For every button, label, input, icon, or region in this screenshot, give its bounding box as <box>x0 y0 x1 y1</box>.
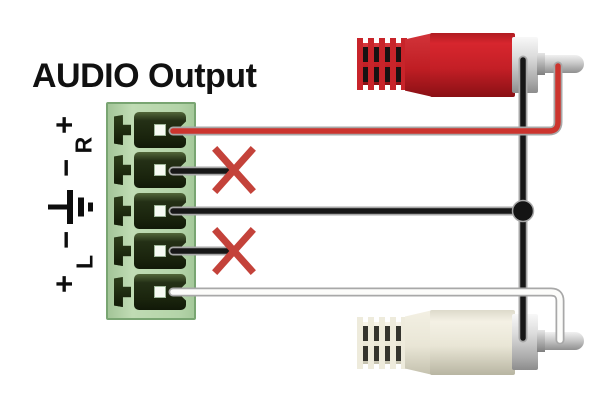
white-rca-barrel <box>430 310 515 375</box>
terminal-4 <box>112 233 190 269</box>
x-mark-strokes <box>212 146 256 194</box>
terminal-screw <box>154 164 166 176</box>
label-right-plus: + <box>46 115 82 135</box>
label-left-plus: + <box>46 274 82 294</box>
terminal-clamp-icon <box>114 277 131 307</box>
grip-rib-row <box>357 67 408 82</box>
terminal-1 <box>112 112 190 148</box>
terminal-screw <box>154 245 166 257</box>
red-rca-shoulder <box>405 33 433 97</box>
red-rca-collar <box>512 37 538 93</box>
terminal-clamp-icon <box>114 196 131 226</box>
x-mark-strokes <box>212 227 256 275</box>
white-rca-grip <box>357 317 408 369</box>
red-rca-pin <box>537 53 584 75</box>
x-mark-icon <box>212 227 256 275</box>
label-right-minus: − <box>48 158 84 178</box>
terminal-screw <box>154 286 166 298</box>
red-rca-grip <box>357 38 408 90</box>
terminal-clamp-icon <box>114 155 131 185</box>
earth-ground-icon <box>48 190 93 224</box>
terminal-screw <box>154 205 166 217</box>
grip-rib-row <box>357 346 408 361</box>
terminal-clamp-icon <box>114 236 131 266</box>
x-mark-icon <box>212 146 256 194</box>
grip-rib-row <box>357 326 408 341</box>
label-left-channel: L <box>71 254 98 270</box>
red-rca-barrel <box>430 33 515 97</box>
terminal-screw <box>154 124 166 136</box>
white-rca-shoulder <box>405 310 433 375</box>
diagram-title: AUDIO Output <box>32 57 257 95</box>
white-rca-pin <box>537 330 584 352</box>
junction-dot <box>511 199 535 223</box>
label-right-channel: R <box>70 136 97 154</box>
terminal-2 <box>112 152 190 188</box>
white-rca-collar <box>512 314 538 370</box>
label-left-minus: − <box>48 230 84 250</box>
terminal-3 <box>112 193 190 229</box>
terminal-clamp-icon <box>114 115 131 145</box>
terminal-5 <box>112 274 190 310</box>
grip-rib-row <box>357 47 408 62</box>
